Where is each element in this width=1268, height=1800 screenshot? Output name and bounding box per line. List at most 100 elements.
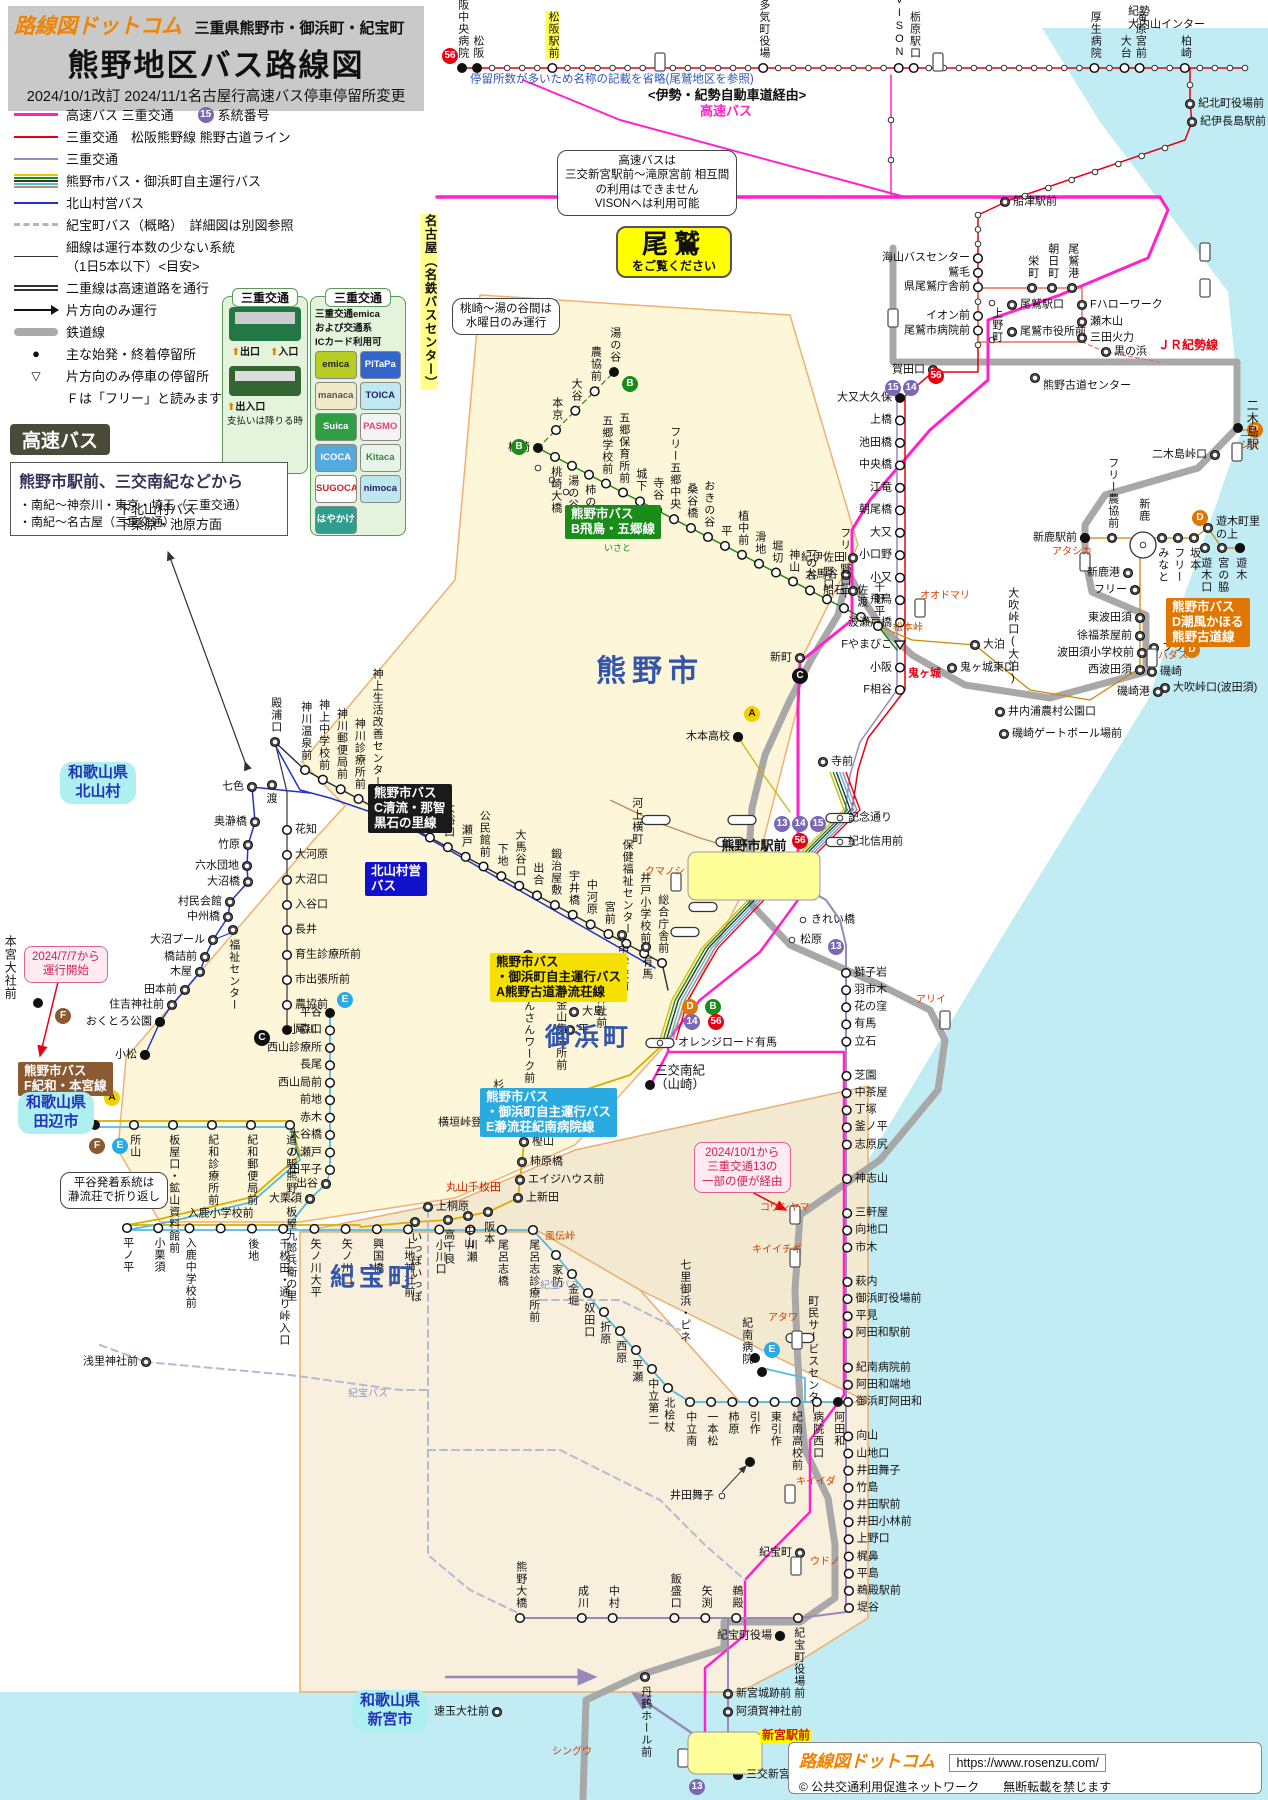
minor-stop bbox=[1106, 64, 1113, 72]
bus-stop bbox=[589, 386, 600, 397]
minor-stop bbox=[1008, 301, 1016, 309]
jr-station-marker bbox=[677, 1748, 689, 1768]
route-number-badge: A bbox=[744, 706, 760, 722]
stop-label: 大泊 bbox=[983, 638, 1005, 651]
bus-stop bbox=[855, 612, 867, 623]
bus-stop bbox=[353, 793, 364, 805]
bus-stop bbox=[894, 662, 906, 673]
stop-label: 下地 bbox=[496, 843, 509, 868]
minor-stop bbox=[1030, 64, 1038, 72]
map-label: 風伝峠 bbox=[545, 1231, 575, 1243]
stop-label: 大又 bbox=[870, 526, 892, 539]
terminal-stop bbox=[325, 1008, 335, 1018]
minor-stop bbox=[570, 1008, 578, 1016]
terminal-stop bbox=[155, 1017, 165, 1027]
stop-label: 中河原 bbox=[585, 879, 598, 916]
stop-label: 紀北信用前 bbox=[848, 835, 903, 848]
stop-label: 松原 bbox=[800, 933, 822, 946]
stop-label: 大沼口 bbox=[295, 873, 328, 886]
stop-label: 松阪 bbox=[471, 35, 484, 59]
minor-stop bbox=[268, 781, 276, 789]
kumano-city-land bbox=[117, 294, 859, 1223]
stop-label: 入谷口 bbox=[295, 898, 328, 911]
bus-stop bbox=[460, 851, 471, 862]
map-label: 鬼ヶ城 bbox=[908, 667, 941, 680]
bus-stop bbox=[600, 478, 612, 489]
legend-swatch bbox=[14, 255, 58, 257]
stop-label: 田平子 bbox=[289, 1163, 322, 1176]
minor-stop bbox=[1226, 64, 1234, 72]
stop-label: 磯崎ゲートボール場前 bbox=[1012, 727, 1122, 740]
map-label: ＪＲ紀勢線 bbox=[1158, 338, 1219, 353]
map-label: <伊勢・紀勢自動車道経由> bbox=[648, 87, 807, 103]
bus-stop bbox=[324, 1164, 336, 1176]
stop-label: 大沼プール bbox=[150, 933, 205, 946]
bus-stop bbox=[646, 1363, 658, 1375]
bus-stop bbox=[550, 424, 562, 436]
minor-stop bbox=[988, 299, 996, 307]
minor-stop bbox=[974, 341, 982, 349]
stop-label: 育生診療所前 bbox=[295, 948, 361, 961]
minor-stop bbox=[974, 298, 982, 305]
stop-label: 栄町 bbox=[1026, 255, 1039, 279]
stop-label: 紀宝町 bbox=[759, 1546, 792, 1559]
stop-label: 平島 bbox=[856, 1567, 879, 1580]
stop-label: 紀和診療所前 bbox=[206, 1134, 219, 1206]
stop-label: 木屋 bbox=[170, 965, 192, 978]
bus-stop bbox=[496, 1224, 507, 1235]
route-number-badge: E bbox=[112, 1138, 128, 1154]
minor-stop bbox=[1045, 64, 1053, 72]
stop-label: 船津駅前 bbox=[1013, 195, 1057, 208]
minor-stop bbox=[948, 664, 956, 672]
footer-url[interactable]: https://www.rosenzu.com/ bbox=[949, 1754, 1106, 1772]
bus-stop bbox=[621, 938, 632, 949]
stop-label: F相谷 bbox=[863, 683, 892, 696]
minor-stop bbox=[1148, 668, 1156, 676]
terminal-stop bbox=[757, 1367, 767, 1377]
minor-stop bbox=[1154, 688, 1162, 696]
minor-stop bbox=[849, 587, 857, 595]
bus-stop bbox=[841, 1105, 852, 1116]
note-arrow-kiwa bbox=[37, 981, 59, 1058]
stop-label: 大沼橋 bbox=[207, 875, 240, 888]
minor-stop bbox=[849, 554, 857, 562]
map-title: 熊野地区バス路線図 bbox=[67, 48, 365, 83]
bus-stop bbox=[532, 890, 543, 901]
owase-small: をご覧ください bbox=[632, 258, 717, 273]
minor-stop bbox=[520, 1138, 528, 1146]
bus-stop bbox=[811, 1396, 822, 1408]
stop-label: 阿田和 bbox=[832, 1411, 845, 1447]
stop-label: 住吉神社前 bbox=[109, 998, 164, 1011]
legend-row: 三重交通 松阪熊野線 熊野古道ライン bbox=[14, 127, 344, 146]
ic-card-TOICA: TOICA bbox=[359, 382, 401, 410]
stop-label: 松阪中央病院 bbox=[456, 0, 469, 59]
stop-label: 西原 bbox=[614, 1340, 627, 1364]
legend-label: 北山村営バス bbox=[66, 196, 145, 211]
bus-stop bbox=[843, 1431, 854, 1442]
stop-label: おくとろ公園 bbox=[86, 1015, 152, 1028]
stop-label: 阿田和端地 bbox=[855, 1378, 911, 1391]
bus-stop bbox=[894, 550, 906, 561]
minor-stop bbox=[226, 898, 234, 906]
map-note: 高速バスは 三交新宮駅前～滝原宮前 相互間 の利用はできません VISONへは利… bbox=[557, 150, 738, 216]
minor-stop bbox=[1161, 144, 1169, 152]
stop-label: 阿須賀神社前 bbox=[736, 1705, 802, 1718]
terminal-stop bbox=[140, 1050, 150, 1060]
legend-row: 三重交通 bbox=[14, 149, 344, 168]
stop-label: 田本前 bbox=[144, 983, 177, 996]
legend-route-badge: 15 bbox=[197, 106, 214, 123]
bus-stop bbox=[727, 1396, 738, 1408]
jr-station-marker bbox=[789, 1205, 801, 1225]
map-label: ニギシマ bbox=[1240, 428, 1260, 452]
bus-stop bbox=[585, 919, 596, 930]
stop-label: 中立南 bbox=[684, 1411, 697, 1447]
bus-stop bbox=[607, 1612, 618, 1624]
legend-row: 細線は運行本数の少ない系統 （1日5本以下）<目安> bbox=[14, 237, 344, 275]
bus-stop bbox=[246, 1223, 257, 1234]
bus-stop bbox=[842, 1328, 853, 1339]
route-number-badge: D bbox=[1247, 422, 1263, 438]
stop-label: 中立第二 bbox=[646, 1378, 659, 1426]
route-number-badge: 14 bbox=[792, 816, 808, 832]
stop-label: 紀宝町役場前 bbox=[792, 1627, 805, 1699]
map-label: 熊野市 bbox=[596, 654, 704, 688]
